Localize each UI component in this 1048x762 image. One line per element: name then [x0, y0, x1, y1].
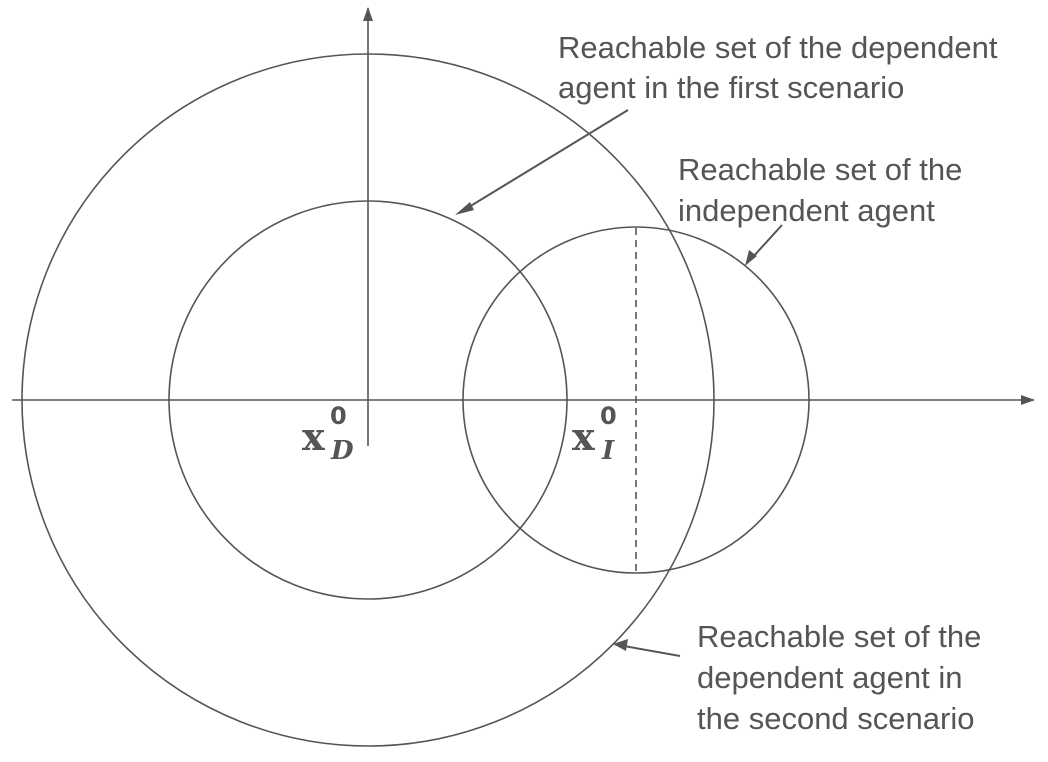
- first-scenario-reachable-set-circle: [168, 200, 568, 600]
- first-scenario-label-line-2: agent in the first scenario: [558, 70, 904, 105]
- first-scenario-pointer-arrow: [455, 109, 629, 215]
- dependent-subscript: D: [330, 436, 354, 466]
- independent-pointer-arrow: [745, 224, 783, 266]
- independent-superscript: 0: [600, 402, 617, 430]
- second-scenario-label-line-3: the second scenario: [697, 701, 974, 736]
- independent-label-line-1: Reachable set of the: [678, 152, 962, 187]
- independent-label-line-2: independent agent: [678, 193, 935, 228]
- second-scenario-label: Reachable set of the dependent agent in …: [697, 619, 990, 736]
- second-scenario-label-line-2: dependent agent in: [697, 660, 962, 695]
- second-scenario-pointer-arrow: [613, 639, 681, 657]
- independent-agent-reachable-set-circle: [462, 226, 810, 574]
- independent-subscript: I: [601, 436, 615, 466]
- dependent-initial-state-label: x 0 D: [302, 402, 354, 466]
- first-scenario-label-line-1: Reachable set of the dependent: [558, 30, 998, 65]
- dependent-symbol: x: [302, 414, 325, 459]
- second-scenario-reachable-set-circle: [21, 53, 715, 747]
- independent-label: Reachable set of the independent agent: [678, 152, 971, 228]
- second-scenario-label-line-1: Reachable set of the: [697, 619, 981, 654]
- independent-initial-state-label: x 0 I: [572, 402, 617, 466]
- first-scenario-label: Reachable set of the dependent agent in …: [558, 30, 1006, 105]
- independent-symbol: x: [572, 414, 595, 459]
- dependent-superscript: 0: [330, 402, 347, 430]
